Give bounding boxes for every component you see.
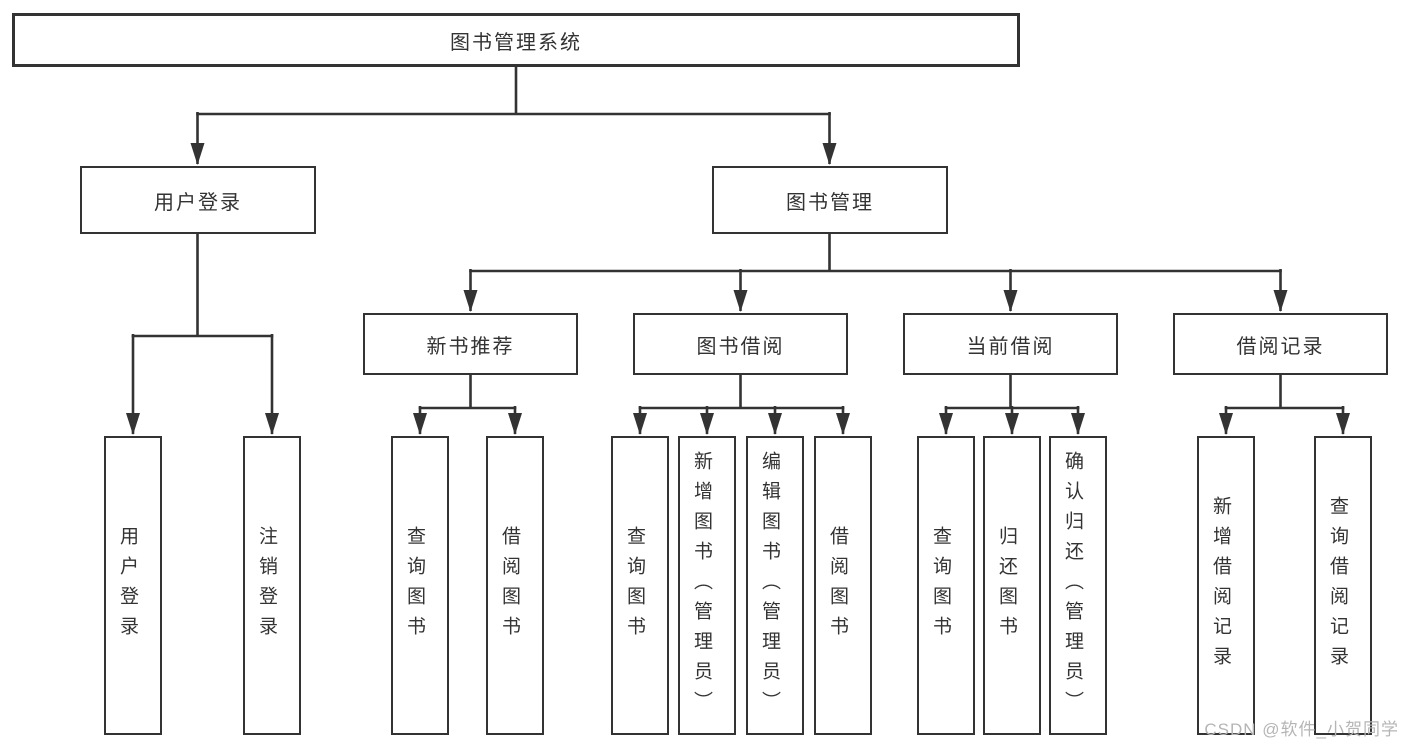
node-book-management-branch: 图书管理 [712, 166, 948, 234]
node-borrowing-records: 借阅记录 [1173, 313, 1388, 375]
connector-book-borrow-children [633, 375, 850, 435]
node-library-management-system: 图书管理系统 [12, 13, 1020, 67]
connector-user-login-children [126, 234, 279, 435]
leaf-newbook-query-books: 查询图书 [391, 436, 449, 735]
leaf-current-query-books: 查询图书 [917, 436, 975, 735]
leaf-current-confirm-return-admin: 确认归还（管理员） [1049, 436, 1107, 735]
leaf-records-add-borrow-record: 新增借阅记录 [1197, 436, 1255, 735]
node-new-book-recommendation: 新书推荐 [363, 313, 578, 375]
connector-current-borrow-children [939, 375, 1085, 435]
leaf-user-login: 用户登录 [104, 436, 162, 735]
leaf-current-return-books: 归还图书 [983, 436, 1041, 735]
node-current-borrowing: 当前借阅 [903, 313, 1118, 375]
leaf-borrowing-add-books-admin: 新增图书（管理员） [678, 436, 736, 735]
leaf-borrowing-query-books: 查询图书 [611, 436, 669, 735]
leaf-borrowing-edit-books-admin: 编辑图书（管理员） [746, 436, 804, 735]
leaf-borrowing-borrow-books: 借阅图书 [814, 436, 872, 735]
leaf-newbook-borrow-books: 借阅图书 [486, 436, 544, 735]
connector-book-mgmt-to-level3 [463, 234, 1288, 312]
node-book-borrowing: 图书借阅 [633, 313, 848, 375]
connector-new-book-children [413, 375, 522, 435]
leaf-records-query-borrow-record: 查询借阅记录 [1314, 436, 1372, 735]
connector-root-to-level2 [190, 67, 837, 165]
csdn-watermark: CSDN @软件_小贺同学 [1204, 720, 1399, 739]
connector-borrow-record-children [1219, 375, 1350, 435]
leaf-logout: 注销登录 [243, 436, 301, 735]
node-user-login-branch: 用户登录 [80, 166, 316, 234]
